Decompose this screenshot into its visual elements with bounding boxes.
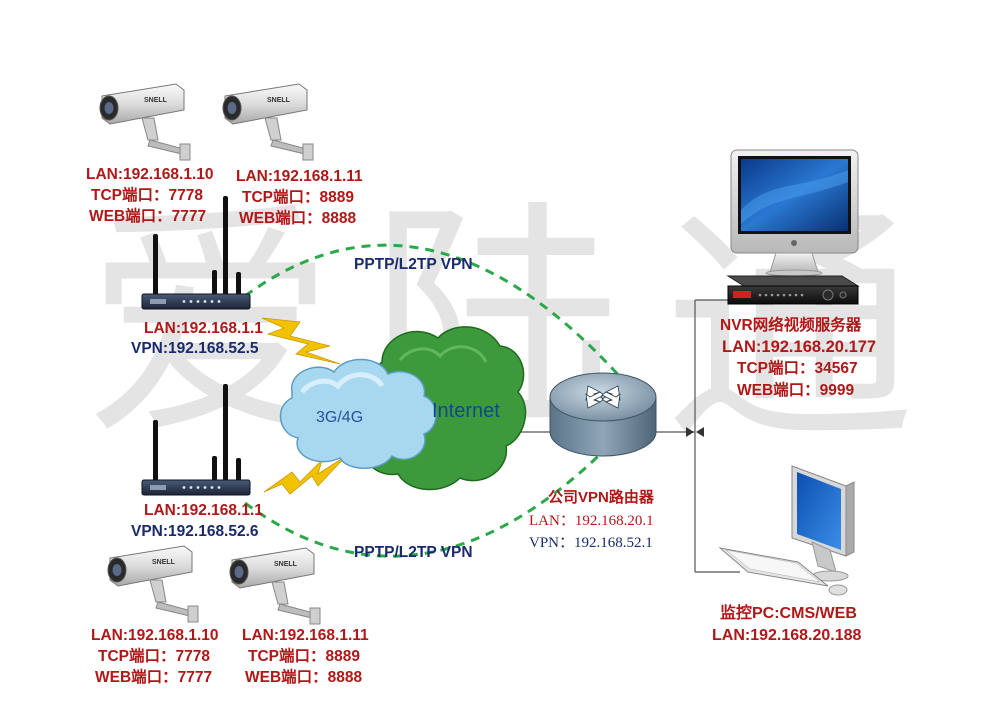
router-top-lan: LAN:192.168.1.1 — [144, 320, 263, 337]
vpn-tunnel-top — [244, 243, 632, 389]
vpn-router-lan: LAN：192.168.20.1 — [529, 513, 654, 529]
cam-bl-tcp: TCP端口：7778 — [98, 648, 210, 665]
pc-name: 监控PC:CMS/WEB — [720, 605, 857, 622]
cable-junction-icon — [686, 427, 704, 437]
cam-tr-lan: LAN:192.168.1.11 — [236, 168, 363, 185]
4g-router-bottom-icon — [141, 384, 251, 496]
nvr-tcp: TCP端口：34567 — [737, 360, 858, 377]
lightning-bolt-icon — [261, 317, 341, 365]
cam-br-tcp: TCP端口：8889 — [248, 648, 360, 665]
ip-camera-top-left-icon: SNELL — [99, 83, 191, 161]
internet-label: Internet — [432, 400, 500, 422]
cam-tr-web: WEB端口：8888 — [239, 210, 357, 227]
vpn-router-icon — [549, 372, 657, 457]
cam-tl-lan: LAN:192.168.1.10 — [86, 166, 214, 183]
3g-4g-cloud-icon — [279, 358, 437, 469]
nvr-web: WEB端口：9999 — [737, 382, 855, 399]
nvr-device-icon — [726, 275, 860, 305]
lightning-bolt-icon — [263, 455, 347, 495]
pc-lan: LAN:192.168.20.188 — [712, 627, 862, 644]
3g-4g-label: 3G/4G — [316, 409, 364, 426]
svg-text:SNELL: SNELL — [267, 97, 291, 104]
svg-text:SNELL: SNELL — [152, 559, 176, 566]
cam-bl-web: WEB端口：7777 — [95, 669, 213, 686]
4g-router-top-icon — [141, 196, 251, 310]
router-top-vpn: VPN:192.168.52.5 — [131, 340, 259, 357]
cam-tl-tcp: TCP端口：7778 — [91, 187, 203, 204]
vpn-router-name: 公司VPN路由器 — [548, 489, 654, 506]
svg-text:SNELL: SNELL — [144, 97, 168, 104]
nvr-name: NVR网络视频服务器 — [720, 317, 862, 334]
cam-br-lan: LAN:192.168.1.11 — [242, 627, 369, 644]
monitoring-pc-icon — [718, 465, 855, 596]
router-bottom-vpn: VPN:192.168.52.6 — [131, 523, 259, 540]
cam-br-web: WEB端口：8888 — [245, 669, 363, 686]
cam-tl-web: WEB端口：7777 — [89, 208, 207, 225]
vpn-router-vpn: VPN：192.168.52.1 — [529, 535, 653, 551]
cam-bl-lan: LAN:192.168.1.10 — [91, 627, 219, 644]
router-bottom-lan: LAN:192.168.1.1 — [144, 502, 263, 519]
svg-text:SNELL: SNELL — [274, 561, 298, 568]
vpn-tunnel-bottom-label: PPTP/L2TP VPN — [354, 544, 473, 561]
cam-tr-tcp: TCP端口：8889 — [242, 189, 354, 206]
imac-monitor-icon — [730, 149, 859, 277]
vpn-tunnel-top-label: PPTP/L2TP VPN — [354, 256, 473, 273]
ip-camera-bottom-left-icon: SNELL — [107, 545, 199, 623]
ip-camera-bottom-right-icon: SNELL — [229, 547, 321, 625]
nvr-lan: LAN:192.168.20.177 — [722, 338, 877, 356]
ip-camera-top-right-icon: SNELL — [222, 83, 314, 161]
